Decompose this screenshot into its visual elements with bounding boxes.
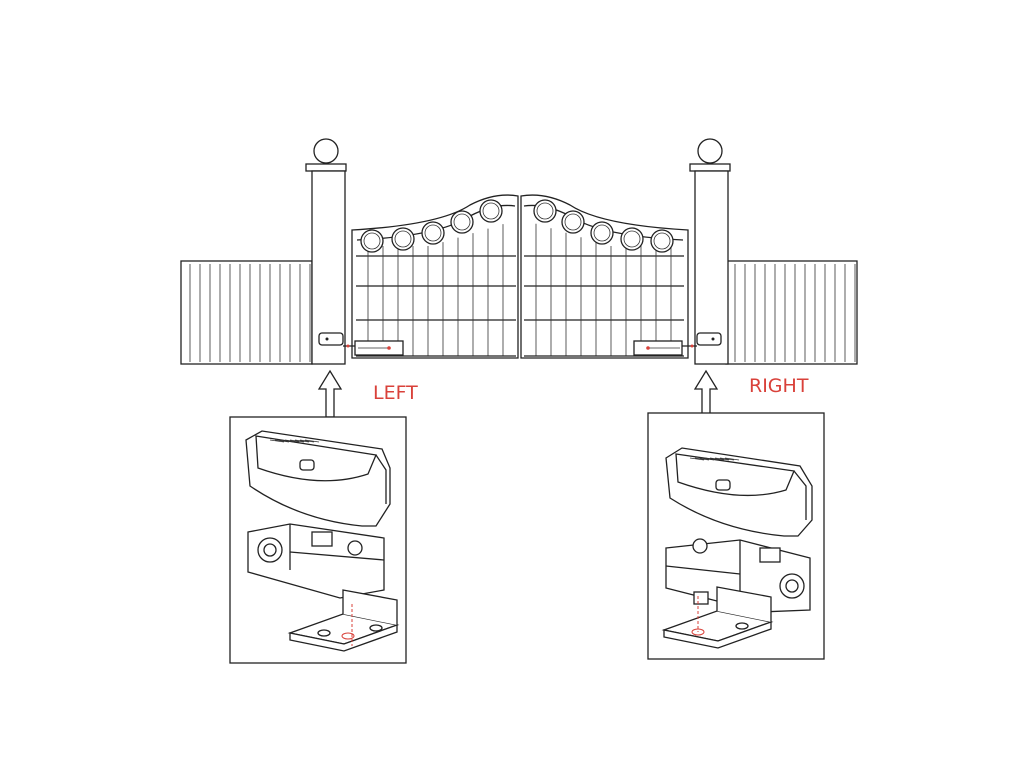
left-pillar (305, 138, 347, 365)
left-arrow (317, 369, 343, 418)
gate-right-leaf (520, 194, 689, 359)
left-opener-motor (247, 523, 385, 611)
left-opener-cover (245, 430, 391, 527)
right-opener-detail (647, 412, 825, 660)
right-opener-bracket (661, 586, 774, 649)
left-opener-bracket (287, 589, 400, 652)
left-fence (180, 260, 313, 365)
right-pillar (689, 138, 731, 365)
right-opener-mounted (633, 332, 722, 356)
right-label: RIGHT (749, 375, 809, 397)
left-opener-mounted (318, 332, 404, 356)
right-fence (725, 260, 858, 365)
right-opener-motor (665, 538, 811, 613)
right-opener-cover (665, 447, 813, 537)
gate-left-leaf (351, 194, 519, 359)
right-arrow (693, 369, 719, 415)
left-opener-detail (229, 416, 407, 664)
left-label: LEFT (373, 382, 418, 404)
